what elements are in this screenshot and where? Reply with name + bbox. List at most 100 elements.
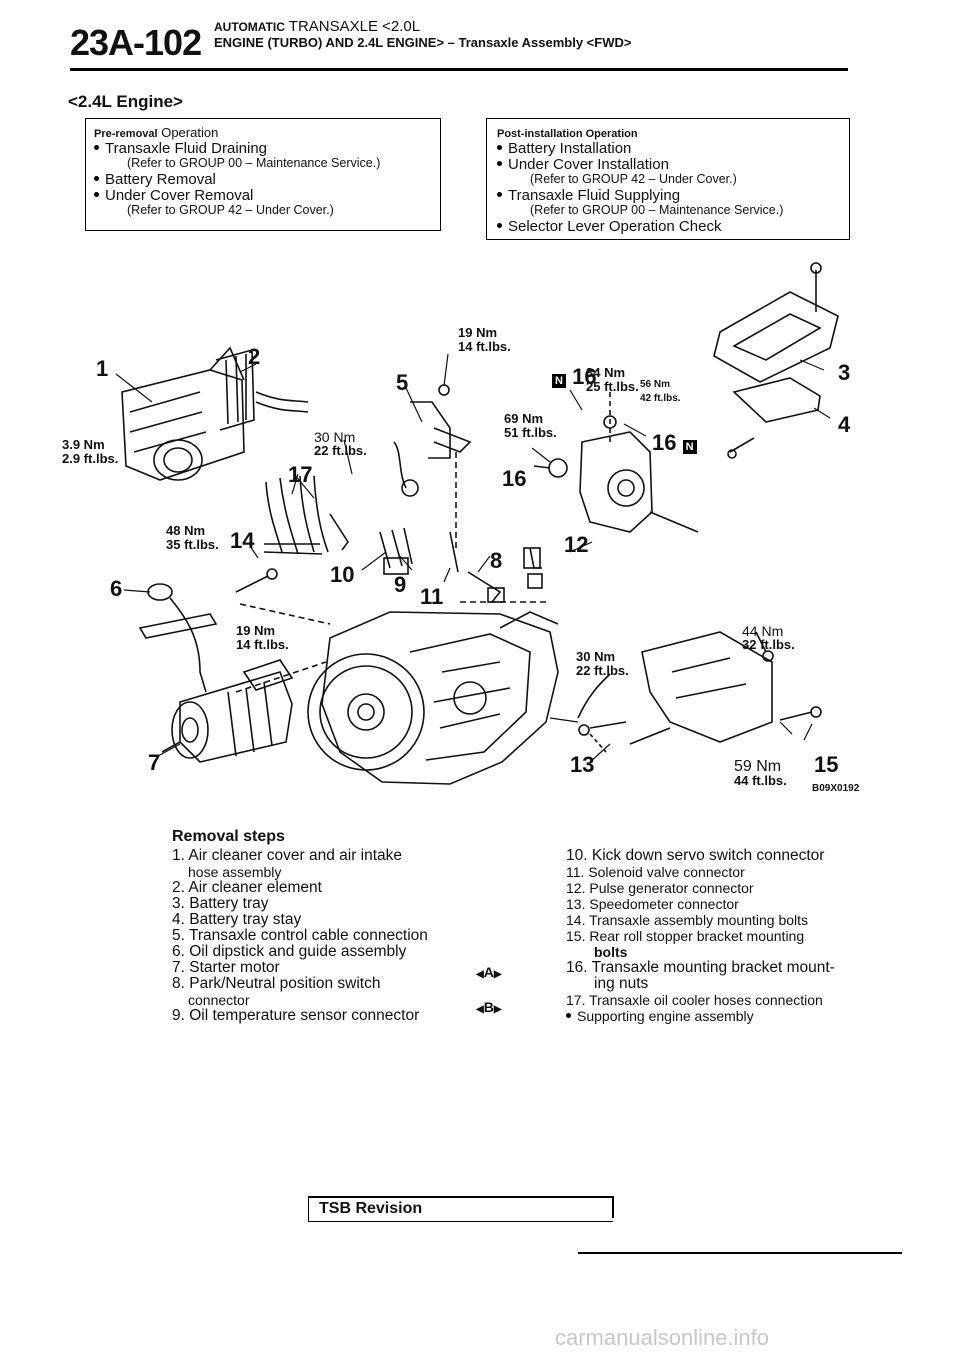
list-item: 4. Battery tray stay — [172, 911, 302, 928]
list-item: Battery Removal — [94, 172, 440, 187]
part-label-1: 1 — [96, 356, 109, 381]
bullet-icon — [566, 1013, 571, 1019]
transaxle-case-drawing — [235, 601, 559, 785]
part-label-3: 3 — [838, 360, 851, 385]
reference-note: (Refer to GROUP 42 – Under Cover.) — [127, 203, 334, 217]
right-triangle-icon: ▶ — [493, 1004, 502, 1015]
list-item: Supporting engine assembly — [566, 1008, 866, 1024]
part-label-7: 7 — [148, 750, 161, 775]
list-item: 2. Air cleaner element — [172, 879, 322, 896]
figure-code: B09X0192 — [812, 783, 860, 794]
part-label-5: 5 — [396, 370, 409, 395]
header-rule — [70, 68, 848, 71]
tsb-revision: TSB Revision — [308, 1198, 613, 1222]
exploded-diagram: 1 2 3 4 5 6 7 8 9 10 11 12 13 14 15 N 16… — [30, 252, 910, 812]
bullet-icon — [94, 176, 99, 182]
list-item: Under Cover Removal — [94, 188, 440, 203]
list-item: 9. Oil temperature sensor connector — [172, 1007, 420, 1024]
bullet-icon — [497, 161, 502, 167]
battery-tray-drawing — [713, 262, 839, 459]
pre-removal-operation: Operation — [161, 125, 219, 140]
air-cleaner-drawing — [121, 346, 309, 481]
reference-note: (Refer to GROUP 00 – Maintenance Service… — [530, 203, 784, 217]
part-label-4: 4 — [838, 412, 851, 437]
part-label-6: 6 — [110, 576, 123, 601]
control-cable-bracket-drawing — [393, 384, 472, 552]
right-triangle-icon: ▶ — [493, 969, 502, 980]
marker-a: ◀A▶ — [476, 964, 502, 980]
n-badge: N — [552, 374, 566, 388]
removal-steps-title: Removal steps — [172, 828, 285, 845]
list-item: 7. Starter motor — [172, 959, 280, 976]
part-label-14: 14 — [230, 528, 255, 553]
list-item: Selector Lever Operation Check — [497, 219, 849, 234]
part-label-17: 17 — [288, 462, 313, 487]
list-item: Battery Installation — [497, 141, 849, 156]
bullet-icon — [94, 145, 99, 151]
bullet-icon — [94, 192, 99, 198]
list-item: 11. Solenoid valve connector — [566, 864, 745, 880]
part-label-13: 13 — [570, 752, 595, 777]
tsb-box-right — [612, 1196, 614, 1218]
dipstick-drawing — [138, 583, 218, 693]
connector-drawing — [329, 513, 505, 603]
post-installation-box: Post-installation Operation Battery Inst… — [486, 118, 850, 240]
marker-b: ◀B▶ — [476, 999, 502, 1015]
tsb-box-top — [308, 1196, 613, 1198]
list-item: connector — [188, 992, 250, 1008]
list-item: 16. Transaxle mounting bracket mount- — [566, 959, 835, 976]
part-label-16b: 16 N — [652, 430, 697, 456]
left-triangle-icon: ◀ — [476, 969, 484, 980]
mounting-bolt-drawing — [235, 543, 323, 593]
list-item: 13. Speedometer connector — [566, 896, 739, 912]
list-item: 17. Transaxle oil cooler hoses connectio… — [566, 992, 823, 1008]
list-item: Under Cover Installation — [497, 157, 849, 172]
part-label-16: N 16 — [552, 364, 597, 390]
removal-steps-right: 10. Kick down servo switch connector 11.… — [566, 848, 866, 1024]
page-number: 23A-102 — [70, 22, 202, 63]
bullet-icon — [497, 145, 502, 151]
roll-stopper-bracket-drawing — [577, 631, 822, 753]
list-item: bolts — [594, 944, 628, 960]
bullet-icon — [497, 192, 502, 198]
watermark: carmanualsonline.info — [555, 1325, 770, 1350]
pre-removal-label: Pre-removal — [94, 128, 158, 140]
reference-note: (Refer to GROUP 00 – Maintenance Service… — [127, 156, 381, 170]
section-title: <2.4L Engine> — [68, 92, 183, 111]
part-label-10: 10 — [330, 562, 355, 587]
part-label-9: 9 — [394, 572, 407, 597]
list-item: 5. Transaxle control cable connection — [172, 927, 428, 944]
list-item: 3. Battery tray — [172, 895, 269, 912]
leader-lines — [115, 353, 831, 763]
header-line2: ENGINE (TURBO) AND 2.4L ENGINE> – Transa… — [214, 35, 632, 50]
list-item: 15. Rear roll stopper bracket mounting — [566, 928, 805, 944]
part-label-11: 11 — [420, 584, 444, 609]
bullet-icon — [497, 223, 502, 229]
starter-motor-drawing — [161, 659, 294, 763]
list-item: 10. Kick down servo switch connector — [566, 847, 825, 864]
pre-removal-heading: Pre-removal Operation — [94, 125, 440, 140]
list-item: Transaxle Fluid Draining — [94, 141, 440, 156]
list-item: 1. Air cleaner cover and air intake — [172, 847, 403, 864]
reference-note: (Refer to GROUP 42 – Under Cover.) — [530, 172, 737, 186]
service-markers: ◀A▶ ◀B▶ — [476, 964, 526, 1018]
pre-removal-box: Pre-removal Operation Transaxle Fluid Dr… — [85, 118, 441, 231]
list-item: 12. Pulse generator connector — [566, 880, 754, 896]
list-item: Transaxle Fluid Supplying — [497, 188, 849, 203]
list-item: 14. Transaxle assembly mounting bolts — [566, 912, 809, 928]
n-badge: N — [682, 440, 697, 454]
part-label-2: 2 — [248, 344, 261, 369]
oil-cooler-hose-drawing — [265, 475, 329, 555]
mounting-bracket-drawing — [523, 392, 699, 589]
diagram-drawing — [115, 262, 839, 785]
